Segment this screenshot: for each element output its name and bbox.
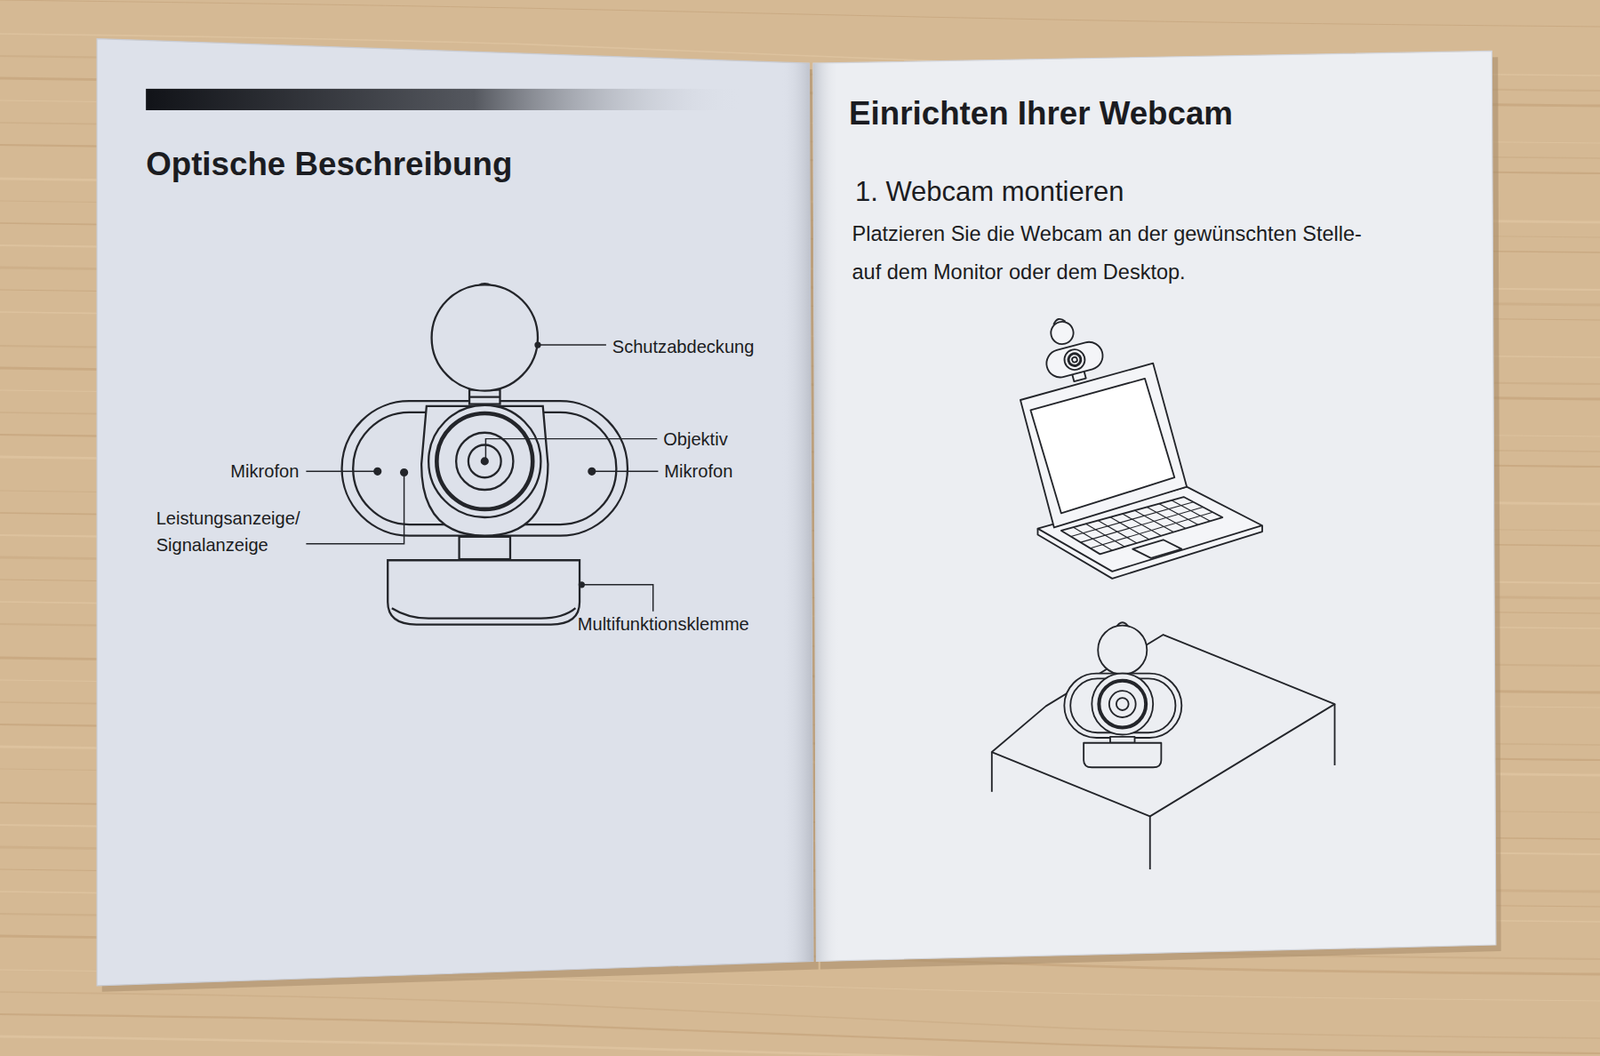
- laptop-screen: [1030, 378, 1175, 514]
- body-text: Platzieren Sie die Webcam an der gewünsc…: [852, 215, 1385, 291]
- cover-hinge: [469, 390, 500, 405]
- protective-cover: [1097, 625, 1147, 675]
- clamp-base: [1083, 743, 1161, 768]
- cover-hinge: [469, 395, 500, 398]
- keyboard-key-line: [1146, 506, 1186, 528]
- laptop-illustration: [1020, 310, 1263, 579]
- keyboard-key-line: [1122, 513, 1162, 536]
- keyboard-key-line: [1085, 523, 1125, 547]
- lens-ring: [436, 413, 533, 510]
- keyboard-key-line: [1080, 507, 1204, 544]
- webcam-body: [1043, 338, 1106, 381]
- leader-line: [305, 472, 404, 544]
- protective-cover: [432, 284, 538, 391]
- lens-ring: [428, 405, 541, 518]
- wood-grain-line: [0, 992, 1600, 1039]
- leader-line: [485, 439, 657, 460]
- clamp-base: [387, 560, 580, 624]
- keyboard-key-line: [1171, 500, 1211, 521]
- lens-ring: [1067, 352, 1083, 368]
- leader-line: [305, 471, 376, 472]
- lens-ring: [1098, 680, 1146, 728]
- wood-grain-line: [0, 0, 1600, 27]
- leader-line: [537, 344, 607, 345]
- keyboard-key-line: [1135, 510, 1175, 532]
- webcam-body-inner: [352, 412, 616, 525]
- part-label: Objektiv: [663, 428, 728, 450]
- leader-line: [581, 584, 653, 612]
- part-label: Mikrofon: [230, 460, 299, 482]
- page-fold: [780, 62, 814, 962]
- part-label: Mikrofon: [664, 460, 733, 482]
- desk-top: [992, 634, 1336, 816]
- webcam-neck: [459, 536, 511, 560]
- webcam-on-monitor: [1035, 310, 1108, 387]
- webcam-front-view: [342, 283, 628, 624]
- part-label: Schutzabdeckung: [612, 336, 755, 358]
- laptop-touchpad: [1132, 539, 1182, 559]
- lens-dot: [481, 457, 488, 464]
- page-heading: Optische Beschreibung: [145, 144, 512, 184]
- wood-grain-line: [0, 1036, 1600, 1056]
- keyboard-key-line: [1110, 517, 1150, 540]
- desk-leg: [991, 752, 993, 792]
- desk-leg: [1334, 704, 1336, 766]
- leader-lines: [305, 342, 658, 611]
- heading-bar: [145, 88, 744, 111]
- lens-ring: [1062, 347, 1088, 373]
- part-label: Leistungsanzeige/ Signalanzeige: [156, 505, 348, 560]
- desk-leg: [1149, 816, 1152, 870]
- webcam-body: [1064, 673, 1182, 738]
- page-fold: [813, 63, 840, 961]
- lens-ring: [1091, 673, 1153, 736]
- booklet: [96, 39, 1502, 992]
- section-heading: 1. Webcam montieren: [855, 175, 1125, 208]
- lens-ring: [456, 432, 513, 490]
- webcam-body-inner: [1070, 678, 1176, 733]
- lens-glass: [468, 445, 502, 479]
- wood-grain-line: [0, 1014, 1600, 1054]
- part-label: Multifunktionsklemme: [577, 613, 750, 635]
- webcam-neck: [1110, 736, 1136, 744]
- left-page: [96, 39, 814, 986]
- clamp-base-edge: [392, 608, 576, 618]
- lens-glass: [1116, 697, 1129, 711]
- protective-cover: [1048, 319, 1076, 347]
- webcam-body: [342, 400, 628, 536]
- right-page: [813, 50, 1496, 961]
- webcam-on-desk: [1064, 622, 1182, 768]
- lens-glass: [1071, 356, 1078, 363]
- lens-ring: [1109, 690, 1136, 718]
- leader-line: [593, 471, 658, 472]
- keyboard-key-line: [1159, 504, 1199, 526]
- keyboard-key-line: [1073, 527, 1113, 551]
- keyboard-key-line: [1097, 520, 1137, 544]
- desk-illustration: [992, 622, 1336, 870]
- page-heading: Einrichten Ihrer Webcam: [848, 94, 1233, 134]
